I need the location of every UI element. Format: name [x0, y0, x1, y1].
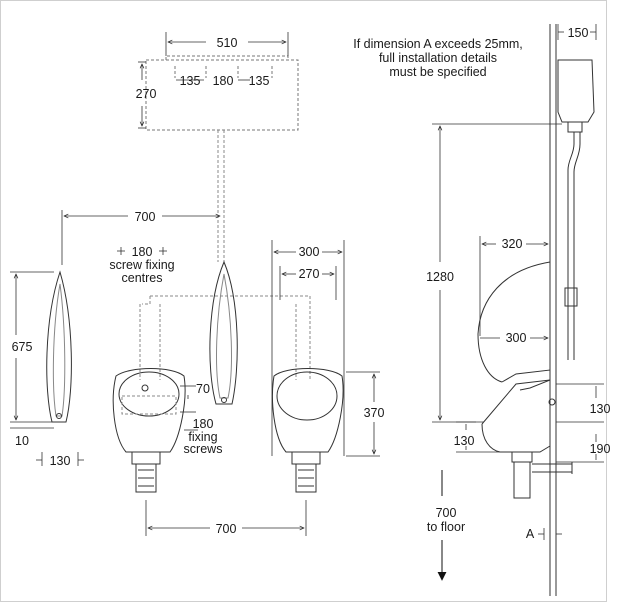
note-line-2: full installation details	[379, 51, 497, 65]
screw-fixing-marks	[117, 247, 167, 255]
note-line-1: If dimension A exceeds 25mm,	[353, 37, 523, 51]
dimension-a-marks	[538, 528, 562, 540]
fixing-screws-label: fixing	[188, 430, 217, 444]
screw-fixing-value: 180	[132, 245, 153, 259]
screw-fixing-label: screw fixing	[109, 258, 174, 272]
dim-side-190: 190	[590, 442, 611, 456]
cistern-side	[557, 59, 595, 360]
dim-spreader-width: 130	[50, 454, 71, 468]
dim-spacing-bottom: 700	[216, 522, 237, 536]
bowl-right-dim-lines	[271, 240, 380, 457]
dim-side-projection-outer: 320	[502, 237, 523, 251]
dim-side-height: 1280	[426, 270, 454, 284]
cistern-side-dims	[557, 24, 597, 40]
dim-fixing-height: 70	[196, 382, 210, 396]
side-spreader-center	[209, 260, 238, 405]
dim-side-130-left: 130	[454, 434, 475, 448]
dim-cistern-height: 270	[136, 87, 157, 101]
spacing-top-dim	[61, 210, 220, 265]
wall	[549, 24, 557, 596]
dim-cistern-width: 510	[217, 36, 238, 50]
screw-fixing-label-2: centres	[122, 271, 163, 285]
dim-side-projection-inner: 300	[506, 331, 527, 345]
floor-label: to floor	[427, 520, 465, 534]
cistern-front	[145, 55, 299, 131]
dim-side-cistern-depth: 150	[568, 26, 589, 40]
flush-pipe	[139, 130, 311, 380]
spreader-dims	[10, 271, 84, 466]
side-spreader-left	[46, 270, 72, 423]
side-bowl-dims	[456, 236, 604, 463]
urinal-bowl-left	[112, 368, 186, 493]
dim-cistern-left: 135	[180, 74, 201, 88]
cistern-dim-lines	[138, 32, 289, 129]
dimension-a-label: A	[526, 527, 535, 541]
dim-side-130-right: 130	[590, 402, 611, 416]
dim-bowl-height: 370	[364, 406, 385, 420]
dim-spacing-top: 700	[135, 210, 156, 224]
urinal-side	[477, 261, 573, 499]
fixing-screws-value: 180	[193, 417, 214, 431]
bowl-left-dim-lines	[180, 385, 198, 431]
bowl-fixing-dashes	[121, 395, 177, 415]
fixing-screws-label-2: screws	[184, 442, 223, 456]
dim-cistern-right: 135	[249, 74, 270, 88]
dim-cistern-center: 180	[213, 74, 234, 88]
dim-outer-width: 300	[299, 245, 320, 259]
floor-value: 700	[436, 506, 457, 520]
dim-bottom-offset: 10	[15, 434, 29, 448]
urinal-bowl-right	[272, 368, 344, 493]
dim-inner-width: 270	[299, 267, 320, 281]
dim-spreader-height: 675	[12, 340, 33, 354]
note-line-3: must be specified	[389, 65, 486, 79]
spacing-bottom-dim	[145, 500, 307, 536]
